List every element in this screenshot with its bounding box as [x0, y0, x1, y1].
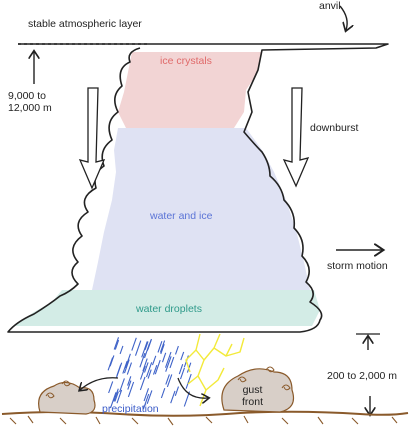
- gust-front-label: gust front: [242, 384, 264, 408]
- water-droplets-zone: [14, 290, 320, 326]
- water-droplets-label: water droplets: [136, 303, 202, 315]
- ground-texture: [9, 415, 398, 426]
- stable-layer-label: stable atmospheric layer: [28, 18, 142, 30]
- rain-streak: [174, 345, 179, 355]
- anvil-arrow: [339, 5, 347, 30]
- rain-streak: [160, 388, 166, 399]
- rain-streak: [154, 359, 161, 375]
- rain-streak: [113, 337, 120, 350]
- storm-motion-label: storm motion: [327, 260, 388, 272]
- rain-streak: [113, 388, 119, 402]
- rain-streak: [142, 393, 150, 410]
- rain-streak: [108, 381, 114, 394]
- outflow-arrow-left: [80, 377, 119, 390]
- rain-streak: [122, 361, 128, 374]
- rain-streak: [126, 362, 133, 375]
- rain-streak: [127, 376, 132, 386]
- rain-streak: [185, 373, 192, 389]
- rain-streak: [109, 392, 117, 409]
- rain-streak: [131, 337, 137, 351]
- anvil-label: anvil: [319, 0, 341, 12]
- rain-streak: [165, 356, 172, 372]
- rain-streak: [142, 358, 148, 372]
- rain-streak: [127, 381, 135, 398]
- rain-streak: [116, 364, 122, 377]
- rain-streak: [180, 351, 185, 361]
- rain-streak: [164, 351, 172, 368]
- ice-crystals-zone: [118, 52, 262, 128]
- rain-streak: [146, 339, 152, 351]
- cloud-outline: [7, 43, 389, 333]
- rain-streak: [170, 390, 176, 404]
- dust-swirls: [45, 366, 291, 399]
- rain-streak: [169, 356, 175, 369]
- water-and-ice-zone: [92, 128, 310, 290]
- height-top-label: 9,000 to 12,000 m: [8, 90, 52, 114]
- rain-streak: [114, 339, 120, 350]
- rain-streak: [178, 364, 184, 375]
- dust-cloud-left: [38, 381, 96, 415]
- rain-streak: [139, 376, 146, 391]
- rain-streak: [141, 341, 148, 358]
- rain-streak: [147, 369, 152, 379]
- rain-streak: [116, 389, 123, 404]
- rain-streak: [174, 386, 180, 396]
- water-and-ice-label: water and ice: [150, 210, 213, 222]
- precipitation-label: precipitation: [102, 403, 159, 415]
- rain-streak: [166, 374, 173, 388]
- rain-streak: [139, 365, 146, 380]
- rain-streak: [157, 341, 163, 353]
- downburst-arrow-left: [78, 87, 106, 190]
- rain-streak: [143, 362, 149, 373]
- rain-streak: [107, 357, 114, 371]
- base-height-label: 200 to 2,000 m: [327, 370, 398, 382]
- rain-streak: [127, 380, 132, 390]
- downburst-arrow-right: [282, 87, 310, 188]
- rain-streak: [145, 362, 153, 378]
- rain-streak: [146, 390, 153, 404]
- rain-streak: [114, 391, 119, 402]
- downburst-label: downburst: [310, 122, 359, 134]
- rain-streak: [161, 352, 167, 363]
- rain-streak: [144, 341, 149, 350]
- ice-crystals-label: ice crystals: [160, 55, 212, 67]
- rain-streak: [123, 359, 130, 374]
- rain-streak: [152, 365, 158, 375]
- outflow-arrow-right: [177, 377, 208, 398]
- precipitation-rain: [107, 337, 192, 410]
- rain-streak: [119, 345, 124, 355]
- rain-streak: [159, 340, 166, 353]
- rain-streak: [139, 352, 146, 368]
- rain-streak: [143, 388, 150, 402]
- lightning-bolt: [185, 333, 245, 407]
- rain-streak: [179, 367, 186, 380]
- rain-streak: [160, 344, 165, 355]
- rain-streak: [134, 340, 142, 356]
- rain-streak: [165, 374, 170, 385]
- rain-streak: [151, 355, 157, 366]
- rain-streak: [124, 353, 131, 369]
- rain-streak: [119, 378, 125, 393]
